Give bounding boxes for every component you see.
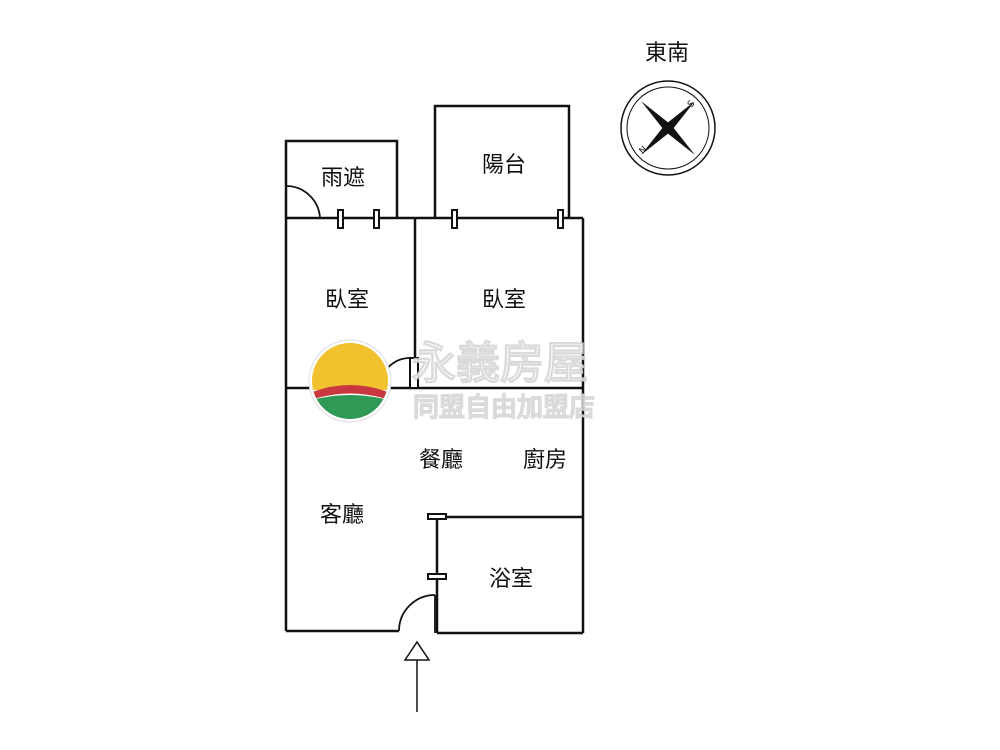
door-swing-rain-shelter (285, 185, 321, 219)
door-jamb (427, 573, 447, 580)
room-label-living: 客廳 (320, 503, 364, 528)
room-label-dining: 餐廳 (419, 448, 463, 473)
room-labels: 雨遮 陽台 臥室 臥室 餐廳 廚房 客廳 浴室 (320, 153, 567, 592)
watermark: 永義房屋 同盟自由加盟店 (308, 338, 596, 424)
compass: 東南 S N (620, 41, 716, 176)
brand-logo-icon (308, 339, 392, 423)
door-jamb (409, 357, 419, 389)
window-marker (451, 209, 458, 229)
arrow-head (403, 640, 431, 661)
compass-letter-s: S (686, 99, 697, 110)
room-label-rain-shelter: 雨遮 (321, 166, 365, 191)
compass-direction-label: 東南 (645, 41, 689, 66)
window-marker (373, 209, 380, 229)
door-jamb (427, 513, 447, 520)
room-label-bedroom-right: 臥室 (482, 288, 526, 313)
room-label-kitchen: 廚房 (523, 448, 567, 473)
window-marker (337, 209, 344, 229)
compass-inner-ring (626, 86, 710, 170)
window-marker (557, 209, 564, 229)
compass-outer-ring (620, 80, 716, 176)
balcony-walls (433, 104, 571, 218)
watermark-brand: 永義房屋 (412, 338, 588, 389)
entrance-arrow (403, 640, 431, 712)
room-label-balcony: 陽台 (482, 153, 526, 178)
watermark-subtitle: 同盟自由加盟店 (413, 392, 595, 423)
rain-shelter-walls (284, 139, 399, 218)
compass-rose-icon (641, 101, 695, 155)
walls (284, 104, 585, 635)
compass-letter-n: N (638, 145, 650, 157)
room-label-bedroom-left: 臥室 (325, 288, 369, 313)
door-swing-entrance (398, 594, 436, 632)
openings (337, 209, 564, 580)
room-label-bathroom: 浴室 (489, 567, 533, 592)
